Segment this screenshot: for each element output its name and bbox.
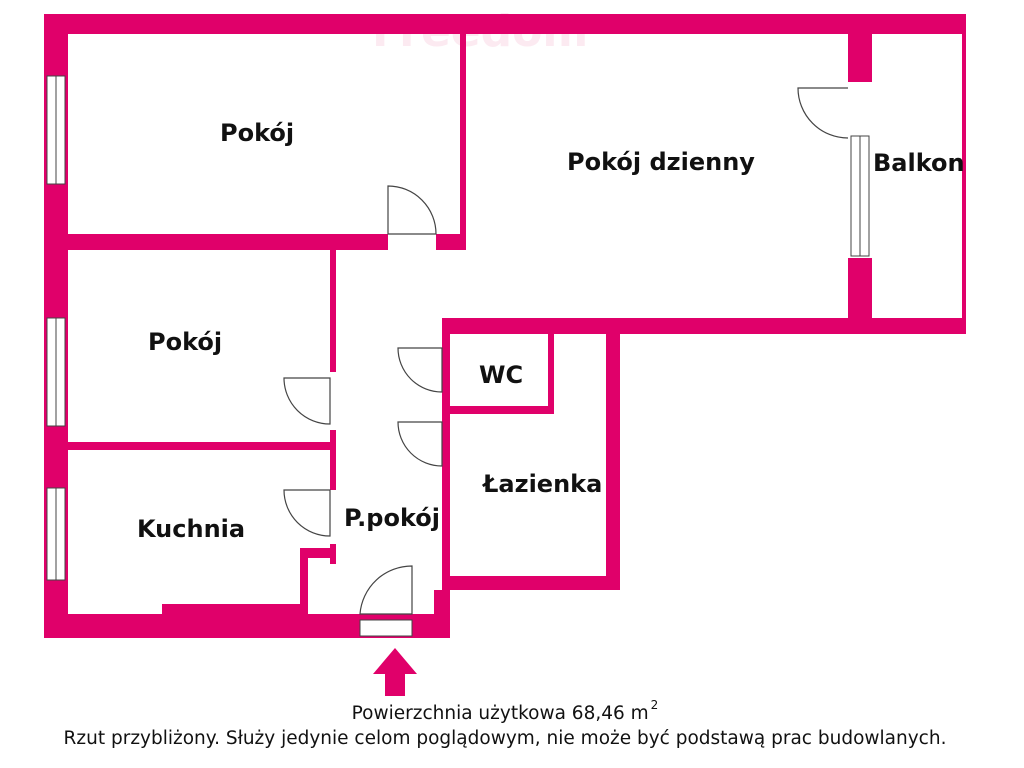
room-labels: Pokój Pokój dzienny Balkon Pokój WC Kuch…	[137, 119, 965, 543]
room-label-przedpokoj: P.pokój	[344, 504, 440, 532]
room-label-pokoj-2: Pokój	[148, 328, 222, 356]
room-label-pokoj-dzienny: Pokój dzienny	[567, 148, 755, 176]
usable-area-label: Powierzchnia użytkowa 68,46 m	[351, 703, 649, 724]
usable-area-unit-superscript: 2	[650, 698, 659, 712]
walls	[44, 14, 966, 638]
room-label-kuchnia: Kuchnia	[137, 515, 245, 543]
entrance-arrow-icon	[373, 648, 417, 696]
room-label-lazienka: Łazienka	[481, 470, 602, 498]
room-label-balkon: Balkon	[873, 149, 965, 177]
door-swings	[283, 87, 849, 615]
room-label-pokoj-1: Pokój	[220, 119, 294, 147]
disclaimer-text: Rzut przybliżony. Służy jedynie celom po…	[63, 728, 947, 749]
windows	[46, 75, 870, 637]
room-label-wc: WC	[479, 361, 523, 389]
